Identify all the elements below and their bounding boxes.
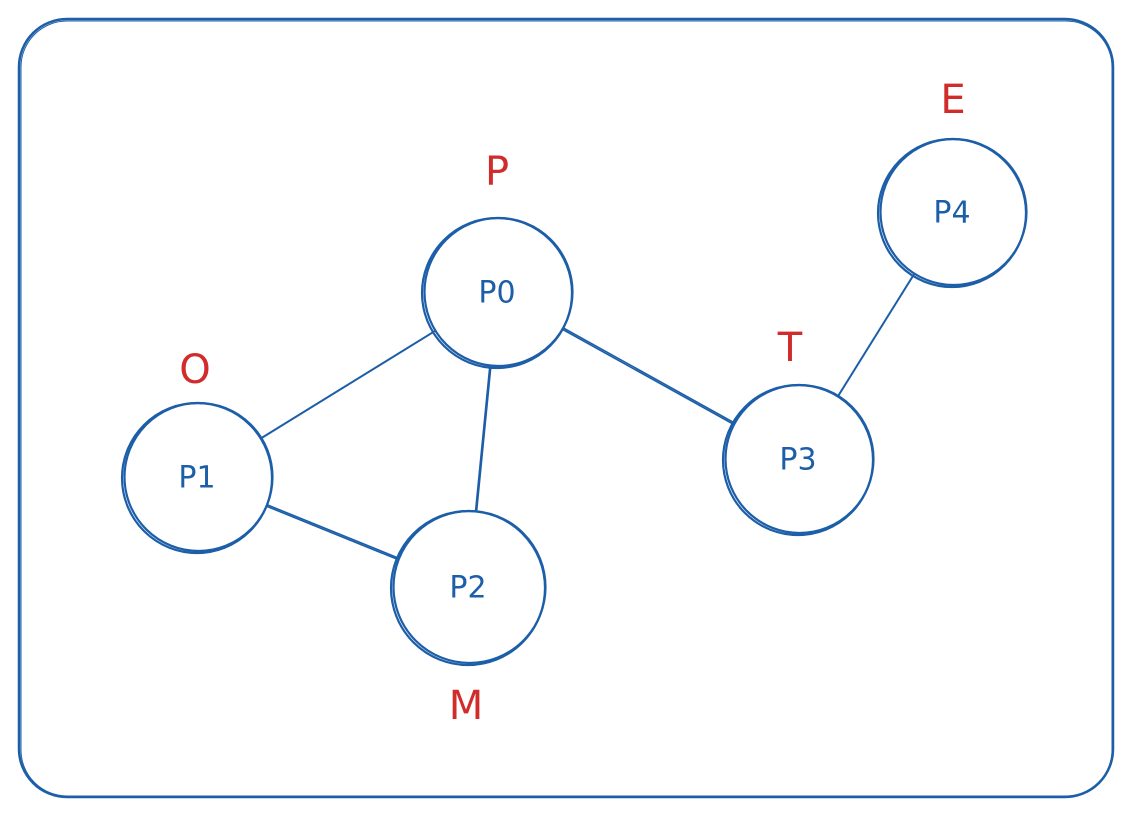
edge-p0-p3: [561, 328, 734, 425]
node-tag-label: O: [179, 347, 210, 393]
node-label: P1: [178, 461, 215, 496]
edge-p0-p3-sketch: [562, 327, 735, 424]
node-tag-label: T: [777, 325, 803, 371]
node-tag-label: M: [449, 683, 484, 729]
nodes-layer: P0 P P1 O P2M P3 T P4 E: [120, 77, 1028, 729]
node-p2: P2M: [389, 509, 547, 729]
edges-layer: [260, 273, 915, 560]
node-label: P0: [478, 276, 515, 311]
edge-p0-p1-sketch: [261, 330, 436, 439]
node-label: P4: [933, 196, 970, 231]
diagram-frame: [17, 17, 1115, 799]
node-p3: P3 T: [721, 325, 875, 537]
node-tag-label: P: [485, 149, 509, 195]
node-circle-sketch: [392, 509, 547, 665]
node-p0: P0 P: [420, 149, 574, 370]
node-tag-label: E: [940, 77, 965, 123]
edge-p0-p2-sketch: [475, 365, 492, 511]
node-p4: P4 E: [876, 77, 1028, 289]
node-circle-sketch: [724, 383, 875, 535]
node-circle-sketch: [423, 216, 574, 368]
edge-p1-p2-sketch: [266, 504, 399, 559]
edge-p0-p2: [474, 366, 491, 513]
node-circle-sketch: [879, 137, 1028, 287]
edge-p1-p2: [265, 505, 398, 560]
node-label: P2: [449, 571, 486, 606]
edge-p3-p4-sketch: [838, 273, 915, 396]
diagram-frame-sketch-stroke: [20, 20, 1113, 797]
node-label: P3: [779, 443, 816, 478]
node-circle-sketch: [123, 401, 274, 553]
node-p1: P1 O: [120, 347, 274, 555]
